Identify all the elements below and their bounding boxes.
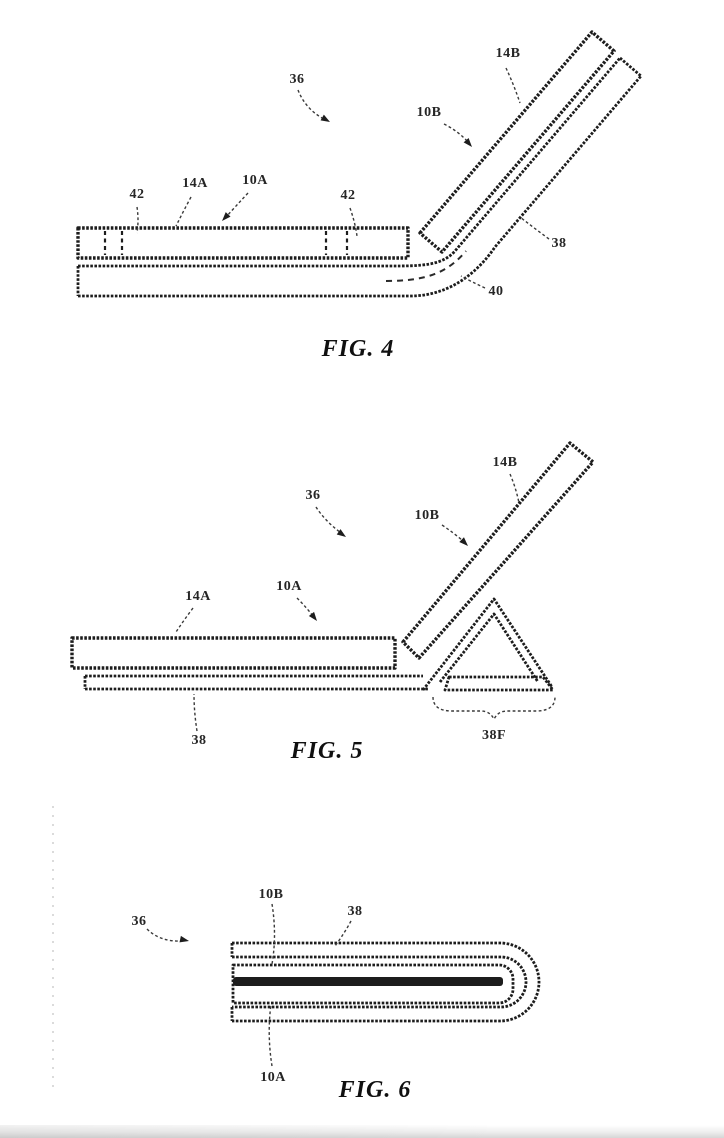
- fig6-ref-10B: 10B: [259, 887, 284, 902]
- fig5-leader-36: [315, 506, 342, 534]
- fig5-arrowhead-10B: [459, 537, 468, 546]
- fig4-leader-38: [519, 216, 550, 240]
- fig4-leader-42-left: [136, 206, 139, 234]
- fig4-housing-panel-a: [76, 226, 410, 260]
- fig4-leader-10B: [443, 123, 469, 143]
- fig4-arrowhead-36: [320, 114, 330, 122]
- fig5-arrowhead-36: [336, 529, 346, 537]
- fig4-ref-36: 36: [290, 72, 305, 87]
- figure-4: 36 14B 10B 42 14A 10A 42 38 40 FIG. 4: [76, 30, 643, 362]
- fig4-ref-14A: 14A: [182, 176, 208, 191]
- fig5-kickstand-base: [443, 675, 555, 692]
- fig4-band-inner-edge: [78, 57, 622, 268]
- fig5-kickstand-outer: [421, 597, 554, 691]
- fig5-ref-10B: 10B: [415, 508, 440, 523]
- fig5-brace-38F: [432, 696, 556, 721]
- fig5-title: FIG. 5: [290, 738, 364, 764]
- fig4-ref-38: 38: [552, 236, 567, 251]
- fig4-band-top-cap: [619, 56, 642, 78]
- fig6-leader-10B: [271, 903, 276, 965]
- fig6-title: FIG. 6: [338, 1077, 412, 1103]
- fig4-leader-42-right: [349, 207, 358, 237]
- next-page-edge-shadow: [0, 1125, 724, 1138]
- fig4-ref-40: 40: [489, 284, 504, 299]
- fig4-ref-10A: 10A: [242, 173, 268, 188]
- fig5-leader-38: [193, 693, 198, 732]
- fig6-ref-36: 36: [132, 914, 147, 929]
- fig6-leader-36: [146, 928, 183, 942]
- fig6-display-fold-seam: [233, 977, 503, 986]
- fig6-ref-10A: 10A: [260, 1070, 286, 1085]
- fig4-ref-10B: 10B: [417, 105, 442, 120]
- fig4-arrowhead-10A: [222, 212, 231, 221]
- fig5-leader-10B: [441, 524, 464, 542]
- fig5-ref-14A: 14A: [185, 589, 211, 604]
- fig6-band-outer-edge: [232, 941, 541, 1023]
- fig5-ref-10A: 10A: [276, 579, 302, 594]
- fig4-leader-36: [297, 89, 323, 119]
- fig4-leader-14B: [505, 67, 521, 104]
- fig6-band-inner-edge: [232, 955, 528, 1009]
- fig6-display-stack-outline: [231, 963, 515, 1005]
- fig6-arrowhead-36: [179, 935, 189, 943]
- fig5-arrowhead-10A: [308, 611, 317, 621]
- fig4-arrowhead-10B: [463, 138, 472, 147]
- fig6-leader-10A: [268, 1003, 273, 1067]
- fig5-ref-38F: 38F: [482, 728, 506, 743]
- fig6-ref-38: 38: [348, 904, 363, 919]
- fig4-ref-42-left: 42: [130, 187, 145, 202]
- fig5-housing-panel-a: [70, 636, 397, 670]
- fig4-leader-40: [460, 275, 486, 289]
- fig5-leader-10A: [296, 597, 314, 617]
- fig5-kickstand-inner: [438, 612, 540, 683]
- figure-6: 36 10B 38 10A FIG. 6: [52, 806, 541, 1103]
- fig5-leader-14B: [509, 473, 520, 504]
- fig5-housing-panel-b: [401, 441, 595, 660]
- fig4-ref-14B: 14B: [496, 46, 521, 61]
- fig4-leader-10A: [225, 192, 249, 218]
- fig4-bend-dashed-line: [385, 250, 467, 282]
- fig4-ref-42-right: 42: [341, 188, 356, 203]
- fig4-band-outer-edge: [78, 75, 643, 298]
- fig4-leader-14A: [175, 196, 192, 227]
- figure-5: 36 14B 10B 14A 10A 38 38F FIG. 5: [70, 441, 595, 764]
- fig5-ref-14B: 14B: [493, 455, 518, 470]
- fig4-title: FIG. 4: [321, 336, 395, 362]
- fig5-ref-38: 38: [192, 733, 207, 748]
- fig5-ref-36: 36: [306, 488, 321, 503]
- fig4-housing-panel-b: [418, 30, 616, 254]
- fig6-leader-38: [334, 920, 352, 947]
- fig5-leader-14A: [175, 607, 194, 633]
